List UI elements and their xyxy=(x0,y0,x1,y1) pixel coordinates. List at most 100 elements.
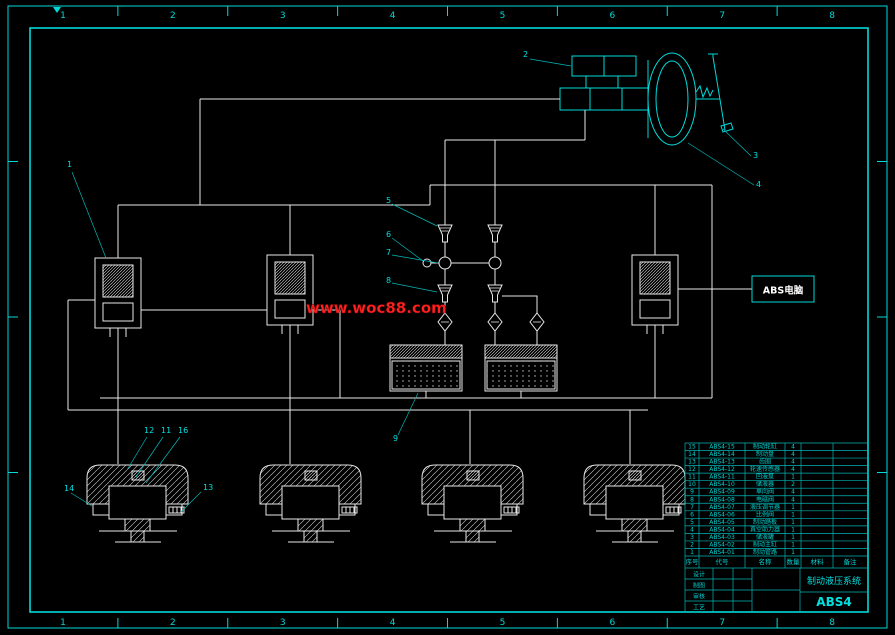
svg-text:制动主缸: 制动主缸 xyxy=(753,540,777,548)
svg-text:ABS4-03: ABS4-03 xyxy=(709,534,735,541)
svg-text:2: 2 xyxy=(690,541,694,548)
svg-text:4: 4 xyxy=(390,11,396,21)
svg-text:轮速传感器: 轮速传感器 xyxy=(750,465,780,473)
callout-7: 7 xyxy=(386,248,391,257)
svg-text:ABS4-07: ABS4-07 xyxy=(709,504,735,511)
svg-text:8: 8 xyxy=(829,618,835,628)
svg-text:8: 8 xyxy=(690,496,694,503)
check-valve-2 xyxy=(487,312,503,332)
svg-text:6: 6 xyxy=(609,618,615,628)
ruler-ticks xyxy=(8,6,887,628)
return-spring xyxy=(695,84,714,99)
svg-text:1: 1 xyxy=(791,549,795,556)
svg-text:6: 6 xyxy=(690,511,694,518)
svg-text:4: 4 xyxy=(791,466,795,473)
callout-4: 4 xyxy=(756,180,761,189)
svg-text:回液泵: 回液泵 xyxy=(756,473,774,481)
svg-text:ABS4-05: ABS4-05 xyxy=(709,519,735,526)
callout-8: 8 xyxy=(386,276,391,285)
svg-text:ABS4-04: ABS4-04 xyxy=(709,526,735,533)
svg-text:1: 1 xyxy=(791,534,795,541)
svg-text:1: 1 xyxy=(791,504,795,511)
wheel-brake-3 xyxy=(421,464,524,543)
wheel-brake-2 xyxy=(259,464,362,543)
drawing-number: ABS4 xyxy=(816,595,851,609)
svg-text:1: 1 xyxy=(60,618,66,628)
wheel-brake-4 xyxy=(583,464,686,543)
svg-text:7: 7 xyxy=(690,504,694,511)
svg-text:储液罐: 储液罐 xyxy=(756,533,774,541)
svg-text:8: 8 xyxy=(829,11,835,21)
svg-text:液压调节器: 液压调节器 xyxy=(750,503,780,511)
callout-9: 9 xyxy=(393,434,398,443)
brake-pedal-lever xyxy=(712,56,726,131)
svg-text:ABS4-11: ABS4-11 xyxy=(709,474,735,481)
svg-text:制动盘: 制动盘 xyxy=(756,450,774,458)
svg-text:2: 2 xyxy=(170,11,176,21)
header-note: 备注 xyxy=(844,557,858,566)
svg-text:4: 4 xyxy=(690,526,694,533)
svg-text:1: 1 xyxy=(791,541,795,548)
svg-text:制动轮缸: 制动轮缸 xyxy=(753,443,777,451)
svg-text:齿圈: 齿圈 xyxy=(759,458,771,466)
svg-text:5: 5 xyxy=(690,519,694,526)
check-valve-3 xyxy=(529,312,545,332)
svg-text:ABS4-10: ABS4-10 xyxy=(709,481,735,488)
svg-text:9: 9 xyxy=(690,489,694,496)
solenoid-coil-left xyxy=(438,256,452,270)
wheel-assemblies xyxy=(86,464,686,543)
booster-pedal-assembly xyxy=(559,52,734,146)
header-code: 代号 xyxy=(716,557,730,566)
svg-text:真空助力器: 真空助力器 xyxy=(750,525,780,533)
sig-proc: 工艺 xyxy=(693,604,705,612)
callout-16: 16 xyxy=(178,426,188,435)
svg-text:2: 2 xyxy=(170,618,176,628)
svg-text:10: 10 xyxy=(688,481,696,488)
watermark-text: www.woc88.com xyxy=(306,299,447,317)
svg-text:2: 2 xyxy=(791,481,795,488)
svg-text:电磁阀: 电磁阀 xyxy=(756,495,774,503)
abs-computer: ABS电脑 xyxy=(678,275,815,303)
svg-text:1: 1 xyxy=(791,474,795,481)
accumulator-pump-left xyxy=(389,344,463,392)
parts-table-header: 序号 代号 名称 数量 材料 备注 xyxy=(686,557,858,566)
svg-text:ABS4-06: ABS4-06 xyxy=(709,511,735,518)
modulator-block-1 xyxy=(94,257,142,338)
drawing-title: 制动液压系统 xyxy=(807,575,861,587)
inlet-valve-right xyxy=(487,224,503,243)
inlet-valve-left xyxy=(437,224,453,243)
svg-text:4: 4 xyxy=(791,459,795,466)
header-name: 名称 xyxy=(759,557,773,566)
svg-text:6: 6 xyxy=(609,11,615,21)
callout-3: 3 xyxy=(753,151,758,160)
modulator-block-3 xyxy=(631,254,679,335)
svg-text:ABS4-14: ABS4-14 xyxy=(709,451,735,458)
svg-text:4: 4 xyxy=(791,489,795,496)
wheel-brake-1 xyxy=(86,464,189,543)
callout-5: 5 xyxy=(386,196,391,205)
svg-text:1: 1 xyxy=(791,511,795,518)
svg-text:15: 15 xyxy=(688,444,696,451)
master-cylinder xyxy=(559,87,649,111)
svg-text:储液器: 储液器 xyxy=(756,480,774,488)
header-no: 序号 xyxy=(686,557,700,566)
part-callouts: 1 2 3 4 5 6 7 8 9 12 11 16 14 13 xyxy=(64,50,761,513)
svg-text:13: 13 xyxy=(688,459,696,466)
svg-text:4: 4 xyxy=(390,618,396,628)
centering-mark-icon xyxy=(53,7,61,13)
svg-text:1: 1 xyxy=(60,11,66,21)
callout-12: 12 xyxy=(144,426,154,435)
svg-text:ABS4-12: ABS4-12 xyxy=(709,466,735,473)
modulator-blocks xyxy=(94,254,679,338)
callout-11: 11 xyxy=(161,426,171,435)
outlet-valve-right xyxy=(487,284,503,303)
svg-text:4: 4 xyxy=(791,444,795,451)
svg-text:ABS4-02: ABS4-02 xyxy=(709,541,735,548)
pedal-pad xyxy=(720,122,734,133)
svg-text:14: 14 xyxy=(688,451,696,458)
